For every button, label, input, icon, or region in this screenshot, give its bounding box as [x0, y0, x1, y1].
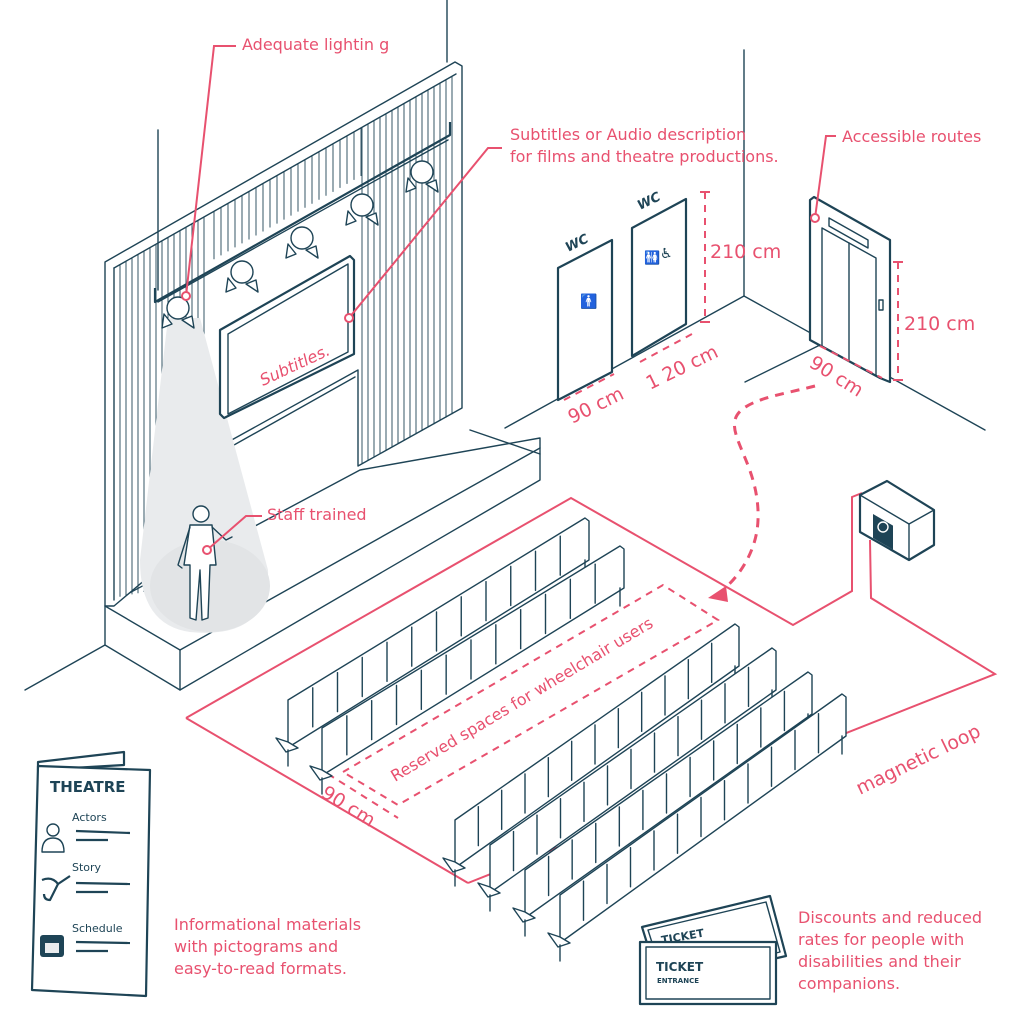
lighting-callout: Adequate lightin g — [242, 35, 389, 54]
tickets-caption-line4: companions. — [798, 974, 900, 993]
bench-seat-end — [309, 765, 333, 781]
tickets-caption-line3: disabilities and their — [798, 952, 961, 971]
spotlight-barn-door — [225, 277, 237, 293]
magnetic-loop-label: magnetic loop — [853, 720, 985, 799]
bench-seat-end — [442, 857, 466, 873]
spotlight-barn-door — [305, 245, 319, 259]
spotlight-barn-door — [345, 210, 357, 226]
leaflet-item-actors: Actors — [72, 811, 107, 824]
lift-door — [808, 195, 892, 384]
leaflet-item-schedule: Schedule — [72, 922, 123, 935]
spotlight-barn-door — [365, 212, 379, 226]
spotlight-lamp — [410, 160, 434, 184]
hearing-loop-icon — [877, 521, 889, 533]
person-icon: 🚹 — [580, 293, 597, 310]
tickets: TICKET TICKET ENTRANCE — [638, 894, 788, 1006]
leaflet-title: THEATRE — [50, 778, 126, 796]
bench-seat-end — [547, 932, 571, 948]
ticket-front-label: TICKET — [656, 960, 704, 974]
wc-sign: WC — [635, 189, 663, 213]
person-icon: 🚻 — [644, 250, 660, 266]
spotlight-barn-door — [245, 279, 259, 293]
scroll-quill-icon — [41, 875, 71, 902]
bench-seat-end — [512, 907, 536, 923]
staff-callout: Staff trained — [267, 505, 367, 524]
lift-height-label: 210 cm — [904, 313, 975, 335]
wheelchair-icon: ♿ — [660, 246, 673, 262]
wc-accessible-width-label: 1 20 cm — [643, 341, 722, 395]
leaflet-text-lines — [75, 829, 131, 953]
leaflet-item-story: Story — [72, 861, 102, 874]
bench-seat-end — [477, 882, 501, 898]
tickets-caption-line2: rates for people with — [798, 930, 964, 949]
tickets-caption-line1: Discounts and reduced — [798, 908, 982, 927]
leaflet-caption-line3: easy-to-read formats. — [174, 959, 347, 978]
spotlight-lamp — [290, 226, 314, 250]
actor-icon — [41, 823, 65, 853]
wc-door-accessible: WC 🚻 ♿ — [630, 189, 688, 358]
calendar-icon — [40, 935, 64, 957]
leaflet-caption-line2: with pictograms and — [174, 937, 338, 956]
subtitles-callout-line1: Subtitles or Audio description — [510, 125, 746, 144]
wc-height-label: 210 cm — [710, 241, 781, 263]
subtitles-callout-line2: for films and theatre productions. — [510, 147, 779, 166]
accessible-routes-callout: Accessible routes — [842, 127, 981, 146]
lighting-rig — [153, 122, 452, 329]
wc-door-standard: WC 🚹 — [556, 231, 614, 402]
spotlight-lamp — [230, 260, 254, 284]
theatre-leaflet: THEATRE Actors Story Schedule — [30, 750, 152, 998]
spotlight-barn-door — [405, 177, 417, 193]
spotlight-barn-door — [181, 315, 195, 329]
spotlight-barn-door — [161, 313, 173, 329]
dimension-lines — [327, 191, 903, 819]
spotlight-barn-door — [425, 179, 439, 193]
route-arrow-icon — [708, 586, 728, 602]
leaflet-caption-line1: Informational materials — [174, 915, 361, 934]
spotlight-lamp — [166, 296, 190, 320]
seating-rows — [275, 517, 847, 962]
ticket-front-sublabel: ENTRANCE — [657, 977, 699, 985]
bench-seat-end — [275, 737, 299, 753]
wheelchair-reserved-area — [341, 583, 720, 807]
spotlight-lamp — [350, 193, 374, 217]
callout-leaders — [181, 45, 836, 555]
subtitle-screen — [218, 254, 356, 420]
spotlight-pool — [150, 540, 270, 632]
accessible-route-path — [724, 384, 816, 590]
loop-amplifier — [858, 479, 936, 562]
spotlight-barn-door — [285, 243, 297, 259]
